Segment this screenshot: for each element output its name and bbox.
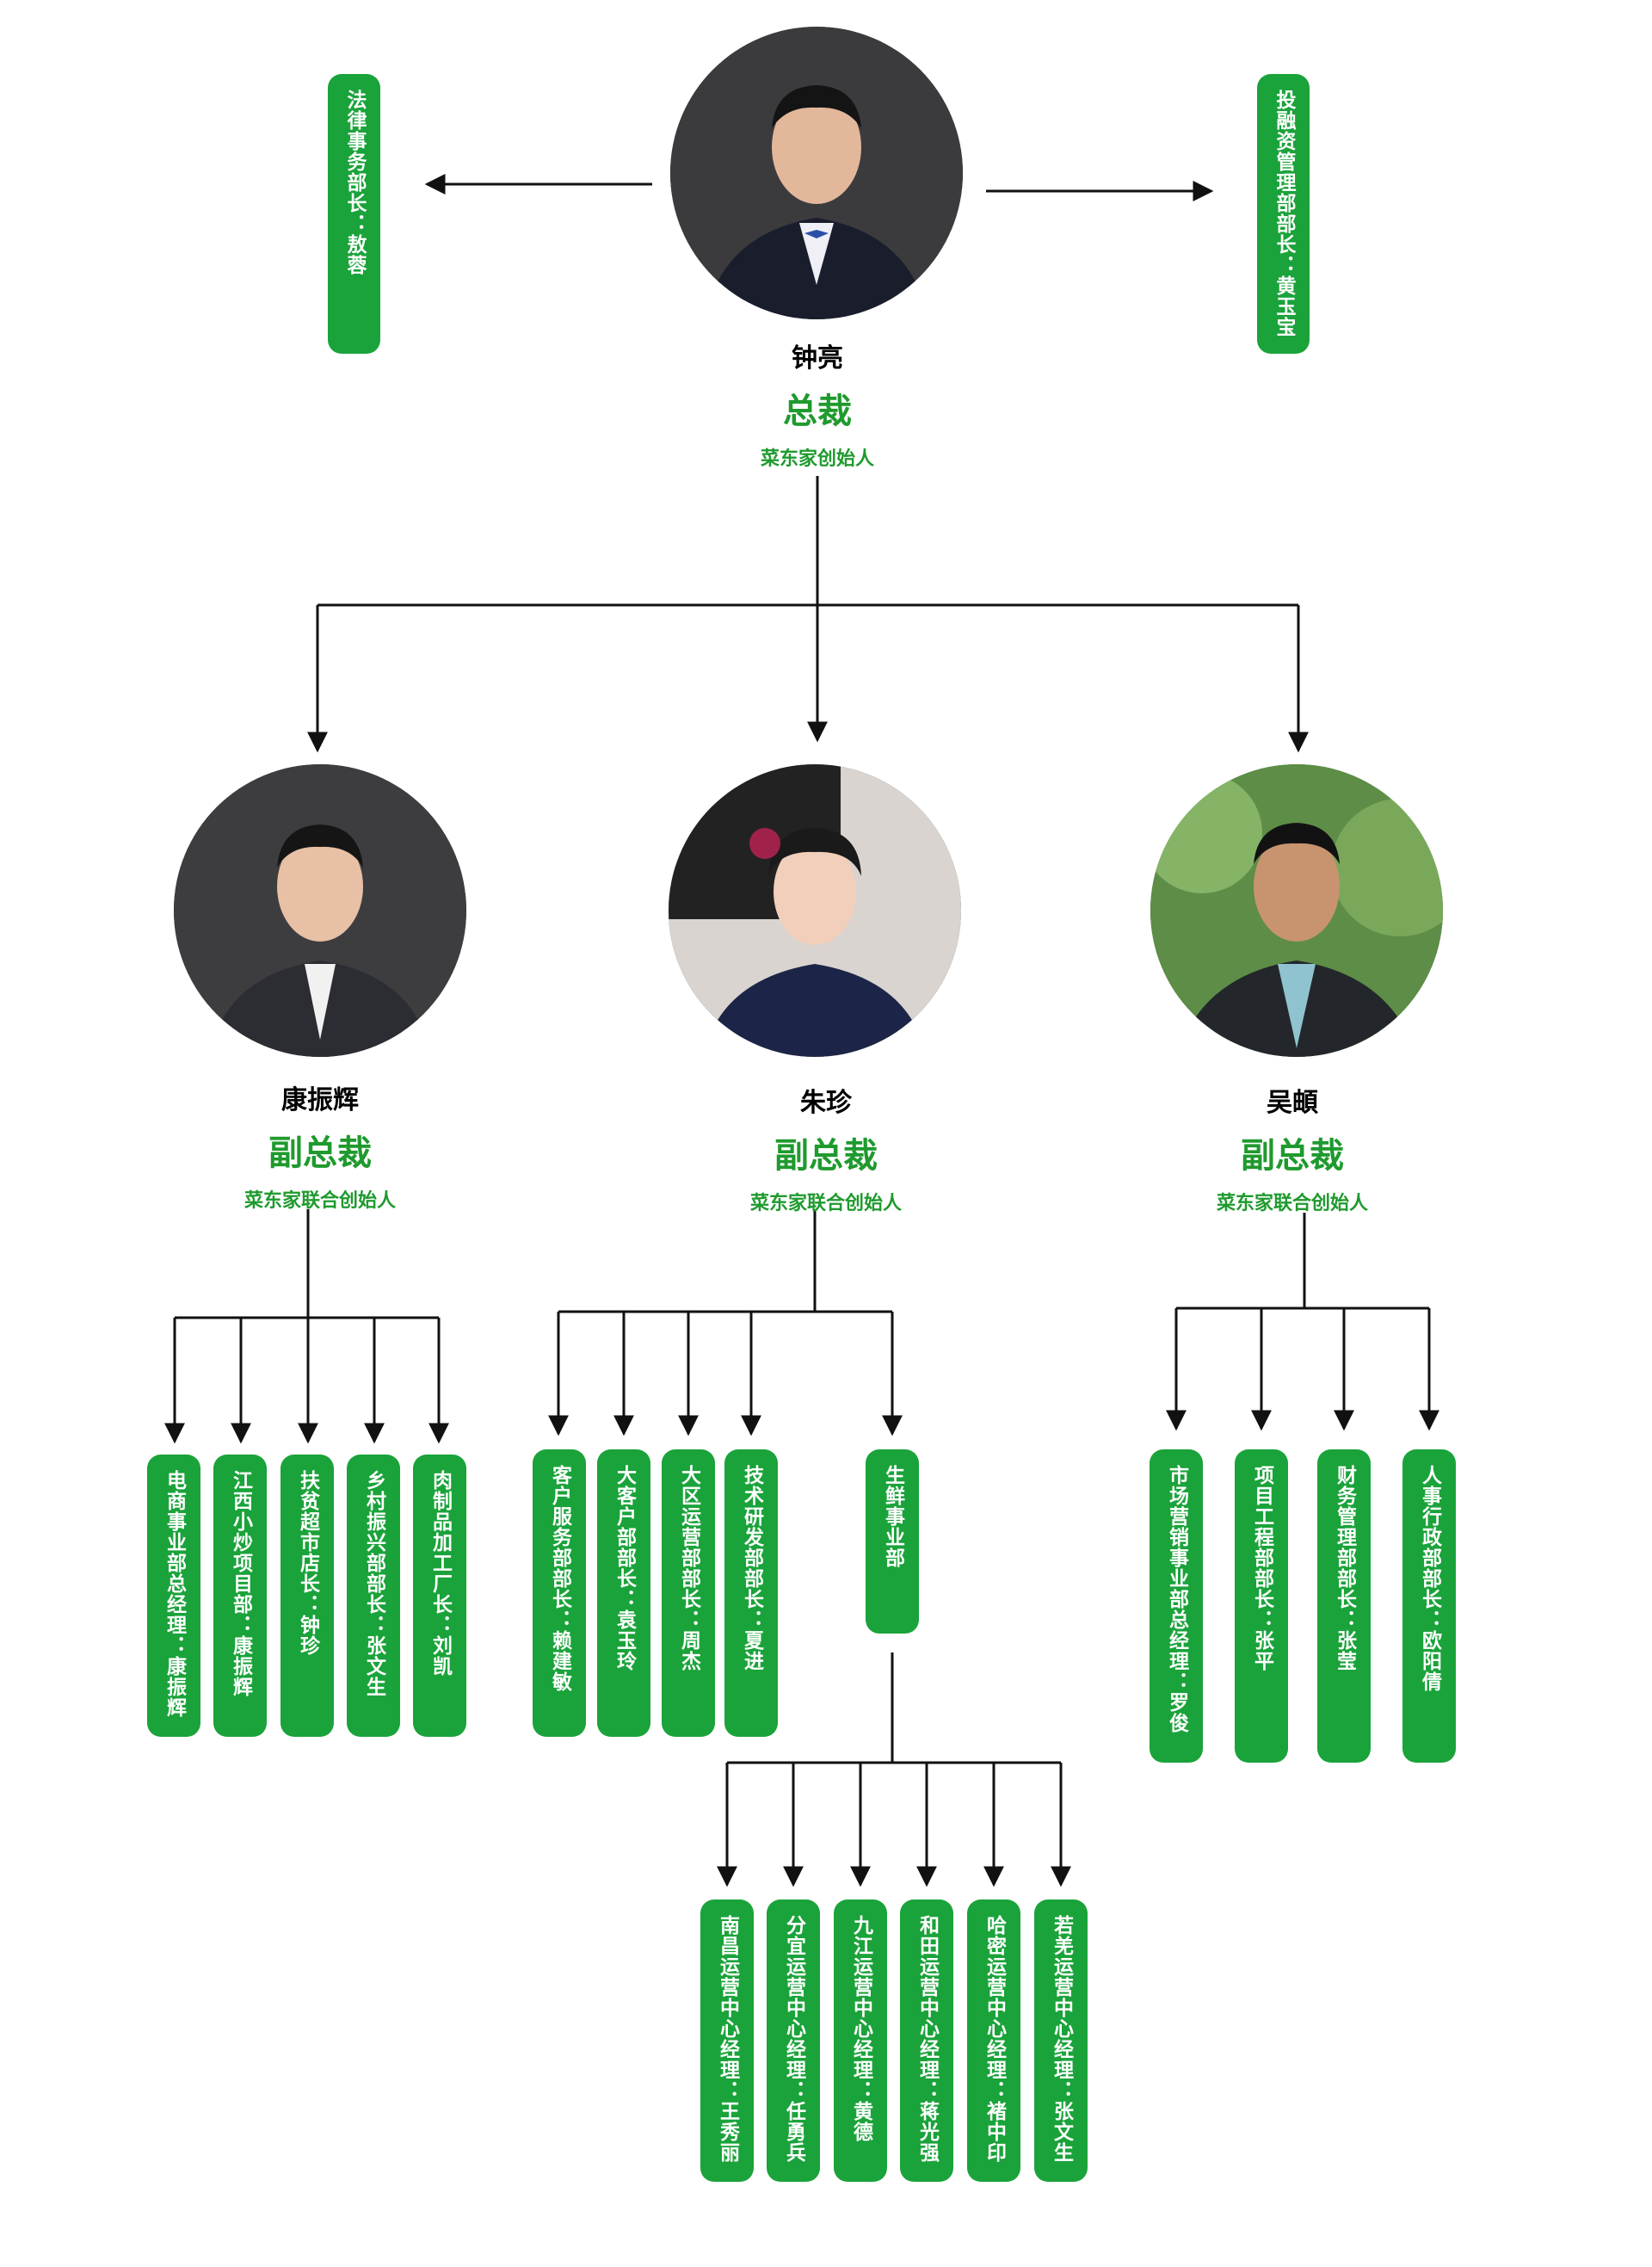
ceo-title: 总裁: [783, 392, 852, 431]
fresh-dept-pill: 生鲜事业部: [866, 1449, 919, 1634]
ceo-role: 菜东家创始人: [760, 448, 874, 470]
vp3-dept-pill: 财务管理部部长：张莹: [1317, 1449, 1371, 1763]
vp1-dept-pill: 乡村振兴部部长：张文生: [347, 1455, 400, 1737]
vp2-name: 朱珍: [800, 1088, 852, 1118]
ops-center-pill: 哈密运营中心经理：褚中印: [967, 1899, 1020, 2182]
ceo-avatar: [670, 27, 963, 319]
vp1-dept-pill: 江西小炒项目部：康振辉: [213, 1455, 267, 1737]
vp1-avatar: [174, 764, 466, 1057]
vp1-dept-pill: 扶贫超市店长：钟珍: [280, 1455, 334, 1737]
vp3-title: 副总裁: [1241, 1136, 1344, 1176]
ceo-name: 钟亮: [792, 343, 843, 374]
vp2-card: 朱珍 副总裁 菜东家联合创始人: [654, 1081, 998, 1215]
vp2-dept-pill: 大客户部部长：袁玉玲: [597, 1449, 650, 1737]
vp2-dept-pill: 技术研发部部长：夏进: [724, 1449, 778, 1737]
vp3-role: 菜东家联合创始人: [1216, 1193, 1368, 1214]
vp2-dept-pill: 大区运营部部长：周杰: [662, 1449, 715, 1737]
ops-center-pill: 分宜运营中心经理：任勇兵: [767, 1899, 820, 2182]
ceo-card: 钟亮 总裁 菜东家创始人: [645, 337, 989, 471]
vp3-name: 吴頔: [1267, 1088, 1318, 1118]
vp3-dept-pill: 人事行政部部长：欧阳倩: [1402, 1449, 1456, 1763]
vp1-name: 康振辉: [281, 1085, 359, 1115]
vp2-title: 副总裁: [774, 1136, 878, 1176]
vp1-role: 菜东家联合创始人: [243, 1190, 396, 1212]
ops-center-pill: 若羌运营中心经理：张文生: [1034, 1899, 1088, 2182]
finance-dept-pill: 投融资管理部部长：黄玉宝: [1257, 74, 1310, 354]
vp3-card: 吴頔 副总裁 菜东家联合创始人: [1120, 1081, 1464, 1215]
vp3-avatar: [1150, 764, 1443, 1057]
vp1-card: 康振辉 副总裁 菜东家联合创始人: [148, 1078, 492, 1213]
vp1-title: 副总裁: [268, 1134, 372, 1173]
ops-center-pill: 九江运营中心经理：黄德: [834, 1899, 887, 2182]
ops-center-pill: 和田运营中心经理：蒋光强: [900, 1899, 953, 2182]
vp3-dept-pill: 市场营销事业部总经理：罗俊: [1150, 1449, 1203, 1763]
legal-dept-pill: 法律事务部长：敖蓉: [328, 74, 380, 354]
vp1-dept-pill: 肉制品加工厂长：刘凯: [413, 1455, 466, 1737]
vp2-dept-pill: 客户服务部部长：赖建敏: [533, 1449, 586, 1737]
vp2-role: 菜东家联合创始人: [749, 1193, 902, 1214]
vp1-dept-pill: 电商事业部总经理：康振辉: [147, 1455, 200, 1737]
vp3-dept-pill: 项目工程部部长：张平: [1235, 1449, 1288, 1763]
ops-center-pill: 南昌运营中心经理：王秀丽: [700, 1899, 754, 2182]
vp2-avatar: [669, 764, 961, 1057]
